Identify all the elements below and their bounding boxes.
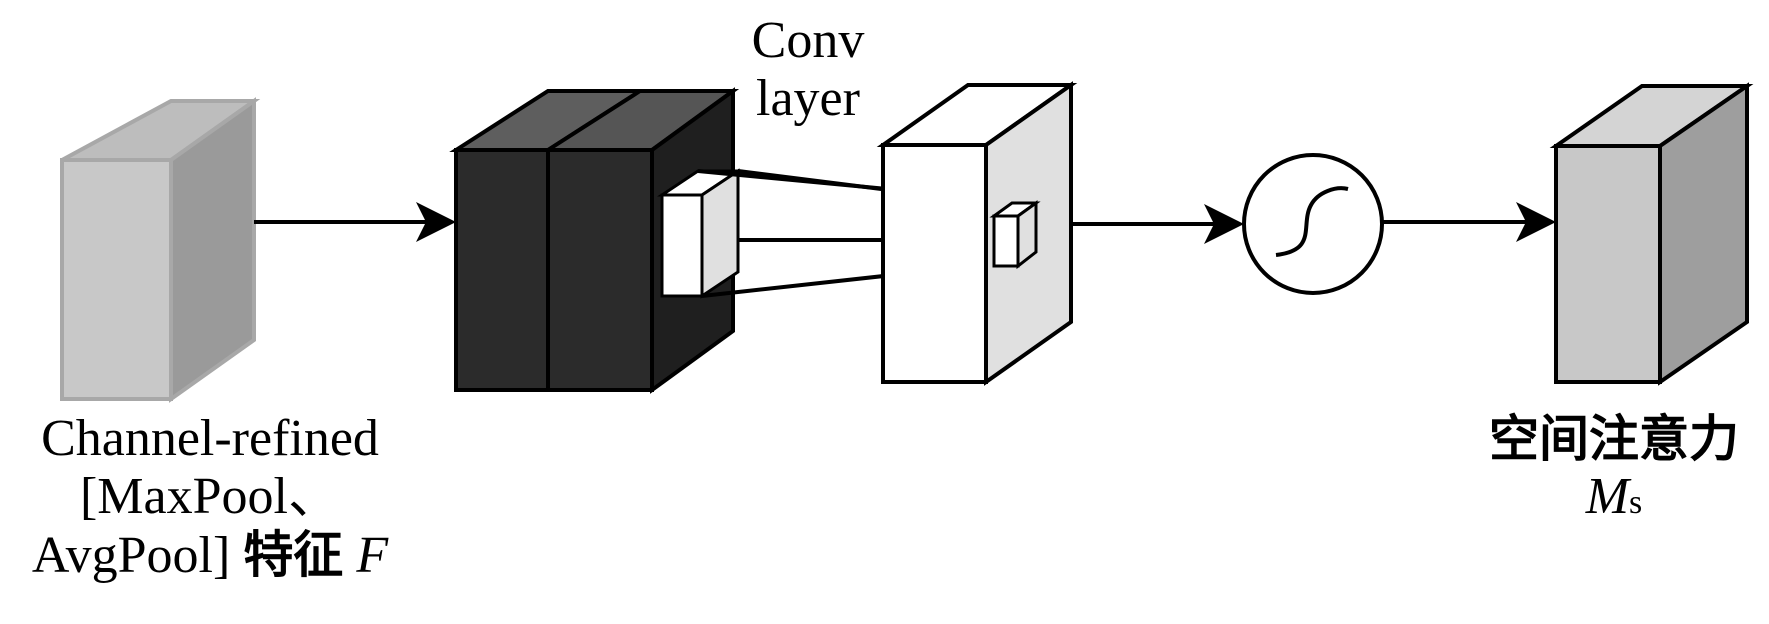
input-label-line3: AvgPool] 特征 F [0, 526, 420, 585]
conv-layer-cube [876, 81, 1078, 386]
input-label-line3-prefix: AvgPool] [31, 527, 244, 584]
input-feature-label: Channel-refined [MaxPool、 AvgPool] 特征 F [0, 410, 420, 585]
output-attention-cube [1549, 82, 1754, 386]
kernel-side [700, 168, 740, 299]
pooled-front-avg [546, 148, 654, 392]
input-label-line1: Channel-refined [41, 410, 379, 467]
output-label-var-sub: s [1629, 484, 1643, 521]
kernel-front [660, 193, 704, 298]
sigmoid-icon [1242, 153, 1384, 295]
output-cube-front [1554, 144, 1662, 384]
pooled-front-max [454, 148, 550, 392]
conv-label-line1: Conv [751, 12, 865, 69]
output-attention-label: 空间注意力 Ms [1459, 410, 1769, 532]
output-label-var-main: M [1585, 468, 1630, 525]
conv-label-line2: layer [756, 70, 860, 127]
pooled-features-cube [449, 87, 743, 394]
input-label-line2: [MaxPool、 [79, 468, 340, 525]
input-label-var: F [356, 527, 389, 584]
conv-cube-front [881, 143, 988, 384]
conv-layer-label: Conv layer [738, 12, 878, 128]
input-feature-cube [60, 97, 261, 403]
output-label-var: Ms [1459, 468, 1769, 532]
input-cube-front [60, 158, 173, 401]
output-cell-front [992, 214, 1020, 268]
input-label-line3-cjk: 特征 [243, 526, 344, 584]
output-label-line1: 空间注意力 [1489, 410, 1739, 468]
